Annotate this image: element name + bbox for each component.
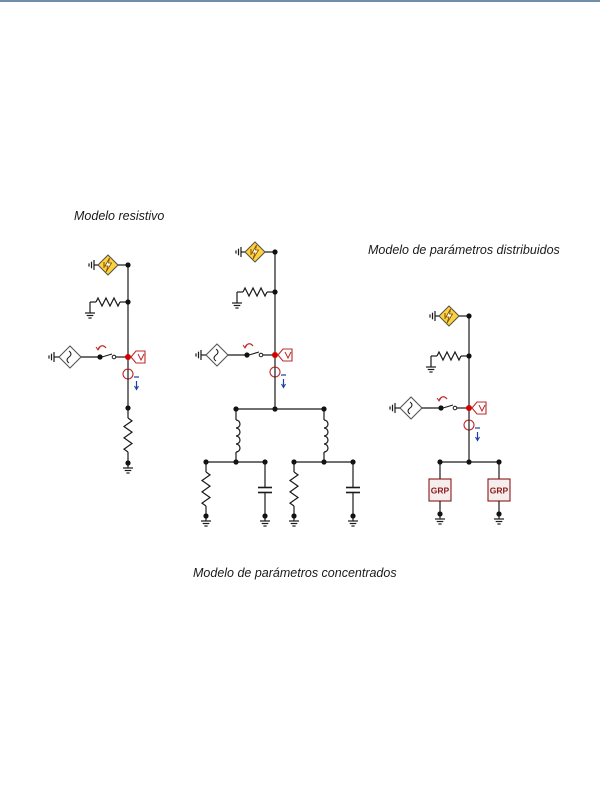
ground-icon <box>235 247 242 257</box>
resistor-icon <box>242 286 268 298</box>
ground-icon <box>289 516 299 527</box>
voltmeter-icon <box>277 348 293 362</box>
inductor-icon <box>235 419 241 453</box>
junction-node <box>466 353 472 359</box>
lightning-source-icon <box>438 305 460 327</box>
ground-icon <box>48 352 55 362</box>
label-concentrated-model: Modelo de parámetros concentrados <box>193 566 397 580</box>
current-probe-icon <box>463 419 480 442</box>
voltmeter-icon <box>130 350 146 364</box>
resistor-icon <box>122 417 134 453</box>
label-distributed-model: Modelo de parámetros distribuidos <box>368 243 560 257</box>
grp-block-label: GRP <box>490 486 509 496</box>
ground-icon <box>85 308 95 319</box>
ac-source-icon <box>399 396 423 420</box>
current-probe-icon <box>269 366 286 389</box>
junction-node <box>125 262 131 268</box>
junction-node <box>272 249 278 255</box>
probe-node <box>272 352 278 358</box>
ground-icon <box>494 514 504 525</box>
resistor-icon <box>288 471 300 507</box>
resistor-icon <box>95 296 121 308</box>
probe-node <box>466 405 472 411</box>
circuit-distributed-model: GRP GRP <box>389 305 511 525</box>
label-resistive-model: Modelo resistivo <box>74 209 165 223</box>
junction-node <box>125 299 131 305</box>
ac-source-icon <box>205 343 229 367</box>
grp-block-icon: GRP <box>428 478 452 502</box>
ground-icon <box>260 516 270 527</box>
ground-icon <box>426 362 436 373</box>
junction-node <box>272 289 278 295</box>
circuit-concentrated-model <box>195 241 360 527</box>
ground-icon <box>429 311 436 321</box>
junction-node <box>244 352 250 358</box>
ground-icon <box>435 514 445 525</box>
probe-node <box>125 354 131 360</box>
capacitor-icon <box>346 486 360 494</box>
switch-icon <box>95 345 117 360</box>
grp-block-label: GRP <box>431 486 450 496</box>
junction-node <box>438 405 444 411</box>
circuit-resistive-model <box>48 254 146 474</box>
ground-icon <box>123 463 133 474</box>
junction-node <box>466 313 472 319</box>
ground-icon <box>88 260 95 270</box>
voltmeter-icon <box>471 401 487 415</box>
inductor-icon <box>323 419 329 453</box>
resistor-icon <box>436 350 462 362</box>
grp-block-icon: GRP <box>487 478 511 502</box>
resistor-icon <box>200 471 212 507</box>
ground-icon <box>389 403 396 413</box>
ground-icon <box>232 298 242 309</box>
ground-icon <box>201 516 211 527</box>
ac-source-icon <box>58 345 82 369</box>
window-top-border <box>0 0 600 2</box>
lightning-source-icon <box>244 241 266 263</box>
ground-icon <box>195 350 202 360</box>
junction-node <box>97 354 103 360</box>
current-probe-icon <box>122 368 139 391</box>
ground-icon <box>348 516 358 527</box>
lightning-source-icon <box>97 254 119 276</box>
capacitor-icon <box>258 486 272 494</box>
